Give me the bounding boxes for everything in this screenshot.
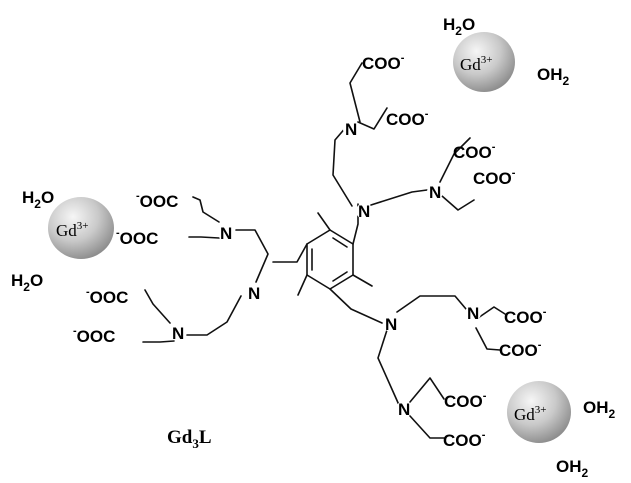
gd-ion-label: Gd3+ [460, 54, 493, 74]
nitrogen-atom: N [345, 120, 357, 139]
nitrogen-atom: N [467, 304, 479, 323]
water-molecules: H2O OH2 H2O H2O OH2 OH2 [11, 15, 616, 480]
arm-right-bonds [329, 288, 506, 439]
gd-ion-bottom-right: Gd3+ [507, 381, 571, 443]
gd-ion-left: Gd3+ [48, 197, 114, 259]
methyl-groups [297, 212, 373, 296]
gd-sphere [453, 32, 515, 92]
gd-ion-top-right: Gd3+ [453, 32, 515, 92]
water-molecule: H2O [11, 271, 43, 294]
compound-label: Gd3L [167, 427, 212, 451]
water-molecule: H2O [22, 188, 54, 211]
water-molecule: OH2 [556, 457, 589, 480]
carboxylate-group: COO- [444, 390, 487, 411]
carboxylate-group: COO- [443, 429, 486, 450]
bond-skeleton [142, 62, 506, 439]
gd-sphere [507, 381, 571, 443]
carboxylate-group: COO- [504, 306, 547, 327]
nitrogen-atom: N [385, 315, 397, 334]
gd-sphere [48, 197, 114, 259]
carboxylate-group: COO- [362, 52, 405, 73]
carboxylate-group: -OOC [116, 227, 158, 248]
benzene-double-bonds [311, 237, 348, 282]
carboxylate-group: COO- [473, 167, 516, 188]
carboxylate-group: -OOC [73, 325, 115, 346]
water-molecule: H2O [443, 15, 475, 38]
arm-top-bonds [332, 62, 475, 245]
carboxylate-group: -OOC [86, 286, 128, 307]
nitrogen-atom: N [248, 284, 260, 303]
nitrogen-atom: N [220, 224, 232, 243]
nitrogen-atom: N [398, 400, 410, 419]
nitrogen-atom: N [172, 324, 184, 343]
nitrogen-atom: N [429, 183, 441, 202]
carboxylate-group: COO- [499, 339, 542, 360]
water-molecule: OH2 [583, 398, 616, 421]
gd-ion-label: Gd3+ [56, 220, 89, 240]
nitrogen-atoms: N N N N N N N N N [170, 120, 481, 419]
benzene-ring [306, 229, 354, 290]
carboxylate-group: COO- [453, 141, 496, 162]
gd-ion-label: Gd3+ [514, 404, 547, 424]
carboxylate-group: COO- [386, 108, 429, 129]
carboxylate-group: -OOC [136, 190, 178, 211]
arm-left-bonds [142, 196, 308, 343]
carboxylate-groups: COO- COO- COO- COO- -OOC -OOC -OOC -OOC … [73, 52, 547, 450]
nitrogen-atom: N [358, 202, 370, 221]
water-molecule: OH2 [537, 65, 570, 88]
